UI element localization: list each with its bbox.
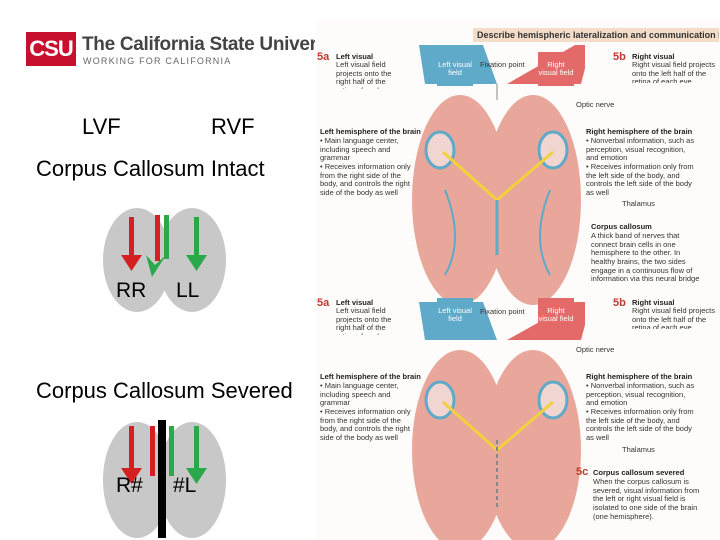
fig-top-label-5b: 5b (613, 51, 626, 63)
fig-top-left-hem-text: • Main language center, including speech… (320, 137, 411, 197)
top-right-brain-hemisphere (485, 95, 581, 305)
fig-bottom-right-visual-text: Right visual field projects onto the lef… (632, 307, 715, 329)
intact-right-green-arrow (186, 217, 207, 271)
severed-left-text: R# (116, 474, 143, 497)
fig-bottom-fixation: Fixation point (480, 307, 525, 316)
bottom-right-brain-hemisphere (485, 350, 581, 540)
top-left-eye (424, 130, 456, 170)
fig-bottom-label-5b: 5b (613, 297, 626, 309)
fig-bottom-left-hem-text: • Main language center, including speech… (320, 382, 411, 442)
fig-top-right-field: Right visual field (538, 52, 574, 86)
fig-top-cc-text: A thick band of nerves that connect brai… (591, 232, 700, 284)
intact-cross-red-arrow (155, 215, 160, 261)
fig-bottom-right-hem-title: Right hemisphere of the brain (586, 372, 693, 381)
fig-top-left-hem-title: Left hemisphere of the brain (320, 127, 421, 136)
fig-top-right-hem-title: Right hemisphere of the brain (586, 127, 693, 136)
fig-bottom-left-hem-title: Left hemisphere of the brain (320, 372, 421, 381)
intact-left-red-arrow (121, 217, 142, 271)
intact-left-text: RR (116, 279, 147, 302)
fig-top-left-field: Left visual field (437, 52, 473, 86)
figure-banner: Describe hemispheric lateralization and … (473, 28, 719, 42)
csu-logo-tagline: WORKING FOR CALIFORNIA (83, 56, 232, 66)
bottom-right-eye (537, 380, 569, 420)
severed-left-red-arrow (121, 426, 142, 484)
fig-bottom-optic-nerve: Optic nerve (576, 345, 615, 354)
rvf-label: RVF (211, 114, 255, 139)
fig-top-right-visual-text: Right visual field projects onto the lef… (632, 61, 715, 83)
bottom-left-eye (424, 380, 456, 420)
severed-heading: Corpus Callosum Severed (36, 378, 293, 403)
lvf-label: LVF (82, 114, 121, 139)
fig-top-left-visual-text: Left visual field projects onto the righ… (336, 61, 396, 89)
fig-bottom-right-hem-text: • Nonverbal information, such as percept… (586, 382, 695, 442)
fig-top-fixation: Fixation point (480, 60, 525, 69)
top-right-eye (537, 130, 569, 170)
fig-top-label-5a: 5a (317, 51, 330, 63)
fig-bottom-cc-title: Corpus callosum severed (593, 468, 685, 477)
severed-diagram (103, 420, 226, 538)
fig-bottom-right-field: Right visual field (538, 298, 574, 332)
severed-right-hemisphere (158, 422, 226, 538)
fig-bottom-label-5c: 5c (576, 466, 589, 478)
fig-top-right-visual-title: Right visual (632, 52, 675, 61)
fig-top-optic-nerve: Optic nerve (576, 100, 615, 109)
fig-bottom-left-visual-title: Left visual (336, 298, 374, 307)
brain-illustration (412, 45, 585, 540)
intact-cross-green-arrow (146, 215, 169, 277)
fig-bottom-left-field: Left visual field (437, 298, 473, 332)
intact-right-text: LL (176, 279, 200, 302)
fig-bottom-left-visual-text: Left visual field projects onto the righ… (336, 307, 396, 335)
severed-right-green-arrow (186, 426, 207, 484)
intact-diagram (103, 208, 226, 312)
fig-top-cc-title: Corpus callosum (591, 222, 652, 231)
severed-cross-red-arrow (150, 426, 155, 476)
severed-divider (158, 420, 166, 538)
fig-bottom-right-visual-title: Right visual (632, 298, 675, 307)
fig-bottom-cc-text: When the corpus callosum is severed, vis… (593, 478, 700, 521)
fig-top-right-hem-text: • Nonverbal information, such as percept… (586, 137, 695, 197)
fig-top-thalamus: Thalamus (622, 199, 655, 208)
severed-cross-green-arrow (169, 426, 174, 476)
fig-bottom-thalamus: Thalamus (622, 445, 655, 454)
csu-logo-mark: CSU (26, 32, 76, 66)
csu-logo-name: The California State University (82, 34, 349, 55)
fig-top-left-visual-title: Left visual (336, 52, 374, 61)
fig-bottom-label-5a: 5a (317, 297, 330, 309)
severed-right-text: #L (173, 474, 197, 497)
intact-heading: Corpus Callosum Intact (36, 156, 265, 181)
